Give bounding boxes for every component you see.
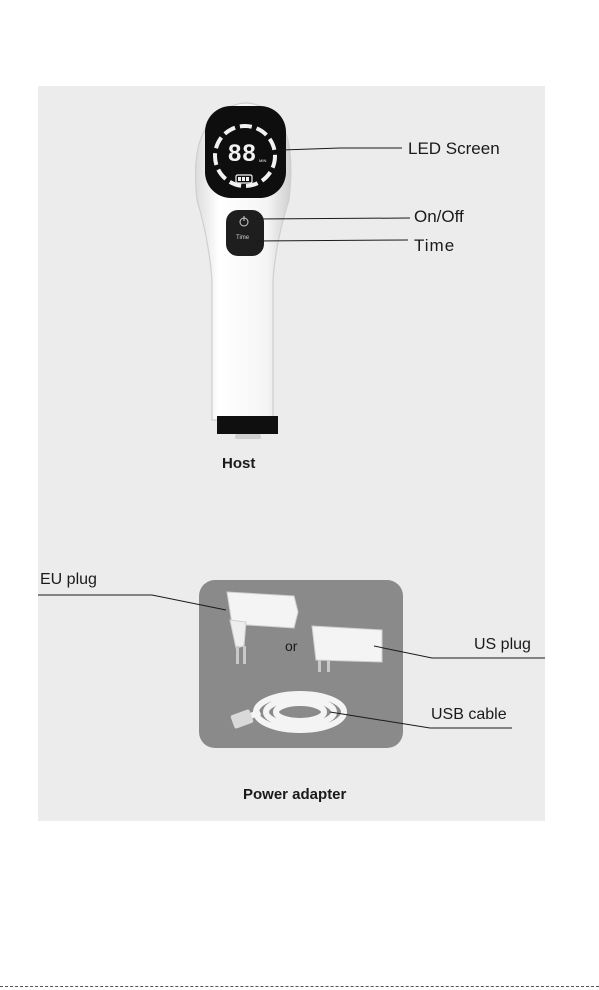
usb-cable [246,694,344,730]
eu-plug-label: EU plug [40,571,97,589]
page-bottom-rule [0,986,599,987]
eu-plug-callout-line [38,595,226,610]
power-adapter-caption: Power adapter [243,786,346,803]
usb-connector [230,709,254,729]
us-plug-label: US plug [474,636,531,654]
or-label: or [285,638,297,654]
usb-cable-label: USB cable [431,706,507,724]
us-plug [312,626,382,672]
